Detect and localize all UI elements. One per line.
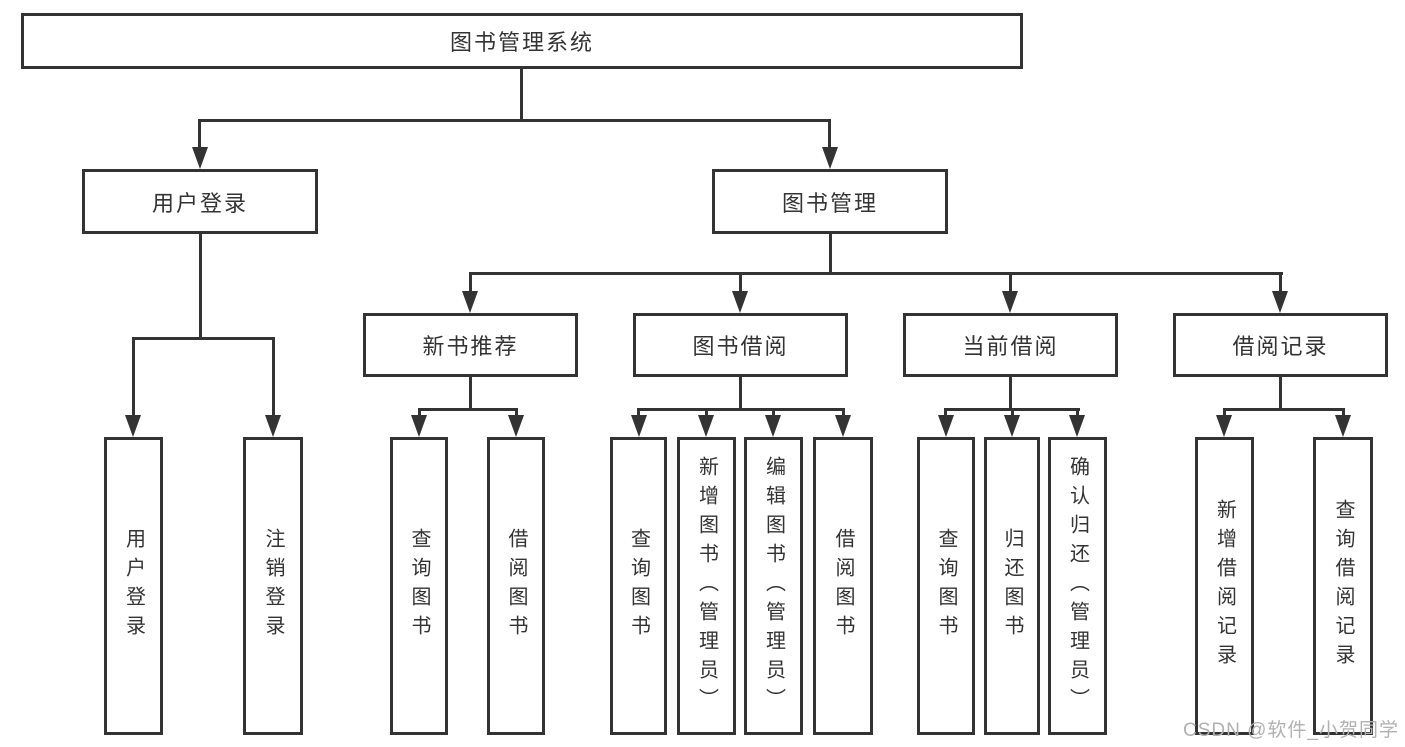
node-new-book-recommendation: 新书推荐 bbox=[363, 313, 578, 377]
connector-line bbox=[1223, 408, 1226, 417]
node-label: 归还图书 bbox=[1001, 528, 1023, 644]
connector-line bbox=[469, 272, 472, 293]
connector-line bbox=[1009, 377, 1012, 411]
connector-line bbox=[828, 119, 831, 149]
node-leaf-add-books-admin: 新增图书（管理员） bbox=[677, 437, 736, 735]
node-label: 查询图书 bbox=[408, 528, 430, 644]
node-label: 用户登录 bbox=[122, 528, 145, 644]
connector-line bbox=[637, 408, 640, 417]
connector-line bbox=[198, 119, 831, 122]
node-label: 编辑图书（管理员） bbox=[762, 455, 785, 717]
arrow-down-icon bbox=[1069, 415, 1085, 437]
connector-line bbox=[944, 408, 947, 417]
node-leaf-query-books-recommend: 查询图书 bbox=[390, 437, 448, 735]
connector-line bbox=[520, 69, 523, 122]
node-borrowing-records: 借阅记录 bbox=[1173, 313, 1388, 377]
node-leaf-logout: 注销登录 bbox=[243, 437, 303, 735]
connector-line bbox=[418, 408, 518, 411]
connector-line bbox=[1076, 408, 1079, 417]
node-book-borrowing: 图书借阅 bbox=[633, 313, 848, 377]
node-leaf-query-books-borrow: 查询图书 bbox=[610, 437, 667, 735]
node-label: 用户登录 bbox=[151, 190, 248, 216]
node-label: 借阅图书 bbox=[832, 528, 854, 644]
arrow-down-icon bbox=[835, 415, 851, 437]
arrow-down-icon bbox=[1272, 291, 1288, 313]
node-label: 图书管理 bbox=[781, 190, 878, 216]
arrow-down-icon bbox=[411, 415, 427, 437]
node-label: 借阅图书 bbox=[505, 528, 527, 644]
arrow-down-icon bbox=[765, 415, 781, 437]
node-label: 新增借阅记录 bbox=[1213, 499, 1236, 673]
arrow-down-icon bbox=[192, 147, 208, 169]
connector-line bbox=[637, 408, 845, 411]
connector-line bbox=[469, 377, 472, 411]
node-label: 注销登录 bbox=[262, 528, 284, 644]
csdn-watermark: CSDN @软件_小贺同学 bbox=[1183, 720, 1399, 741]
connector-line bbox=[1279, 377, 1282, 411]
node-label: 确认归还（管理员） bbox=[1066, 455, 1089, 717]
arrow-down-icon bbox=[1004, 415, 1020, 437]
arrow-down-icon bbox=[1216, 415, 1232, 437]
arrow-down-icon bbox=[462, 291, 478, 313]
node-label: 图书管理系统 bbox=[449, 30, 594, 55]
connector-line bbox=[705, 408, 708, 417]
arrow-down-icon bbox=[508, 415, 524, 437]
connector-line bbox=[1342, 408, 1345, 417]
connector-line bbox=[772, 408, 775, 417]
arrow-down-icon bbox=[698, 415, 714, 437]
node-leaf-query-borrow-record: 查询借阅记录 bbox=[1313, 437, 1373, 735]
connector-line bbox=[1009, 272, 1012, 293]
node-label: 新书推荐 bbox=[422, 334, 519, 359]
connector-line bbox=[418, 408, 421, 417]
arrow-down-icon bbox=[822, 147, 838, 169]
node-book-management: 图书管理 bbox=[712, 169, 948, 234]
connector-line bbox=[739, 377, 742, 411]
connector-line bbox=[132, 337, 275, 340]
arrow-down-icon bbox=[631, 415, 647, 437]
node-user-login: 用户登录 bbox=[82, 169, 318, 234]
connector-line bbox=[469, 272, 1283, 275]
node-library-management-system: 图书管理系统 bbox=[21, 13, 1023, 69]
arrow-down-icon bbox=[1335, 415, 1351, 437]
node-leaf-query-books-current: 查询图书 bbox=[917, 437, 975, 735]
node-label: 查询借阅记录 bbox=[1332, 499, 1354, 673]
node-label: 图书借阅 bbox=[692, 334, 789, 359]
arrow-down-icon bbox=[938, 415, 954, 437]
node-label: 查询图书 bbox=[627, 528, 650, 644]
arrow-down-icon bbox=[125, 415, 141, 437]
arrow-down-icon bbox=[1002, 291, 1018, 313]
connector-line bbox=[739, 272, 742, 293]
connector-line bbox=[198, 119, 201, 149]
node-leaf-add-borrow-record: 新增借阅记录 bbox=[1195, 437, 1254, 735]
node-current-borrowing: 当前借阅 bbox=[903, 313, 1118, 377]
node-label: 借阅记录 bbox=[1232, 334, 1329, 359]
connector-line bbox=[1011, 408, 1014, 417]
node-leaf-borrow-books: 借阅图书 bbox=[813, 437, 873, 735]
connector-line bbox=[829, 234, 832, 275]
connector-line bbox=[842, 408, 845, 417]
connector-line bbox=[132, 337, 135, 417]
node-leaf-edit-books-admin: 编辑图书（管理员） bbox=[744, 437, 803, 735]
connector-line bbox=[272, 337, 275, 417]
node-leaf-borrow-books-recommend: 借阅图书 bbox=[487, 437, 545, 735]
node-label: 当前借阅 bbox=[962, 334, 1059, 359]
connector-line bbox=[1279, 272, 1282, 293]
node-label: 新增图书（管理员） bbox=[695, 455, 718, 717]
arrow-down-icon bbox=[732, 291, 748, 313]
arrow-down-icon bbox=[265, 415, 281, 437]
connector-line bbox=[1223, 408, 1345, 411]
connector-line bbox=[515, 408, 518, 417]
node-leaf-user-login: 用户登录 bbox=[104, 437, 163, 735]
node-label: 查询图书 bbox=[935, 528, 957, 644]
node-leaf-confirm-return-admin: 确认归还（管理员） bbox=[1048, 437, 1107, 735]
connector-line bbox=[199, 234, 202, 340]
node-leaf-return-books: 归还图书 bbox=[984, 437, 1040, 735]
